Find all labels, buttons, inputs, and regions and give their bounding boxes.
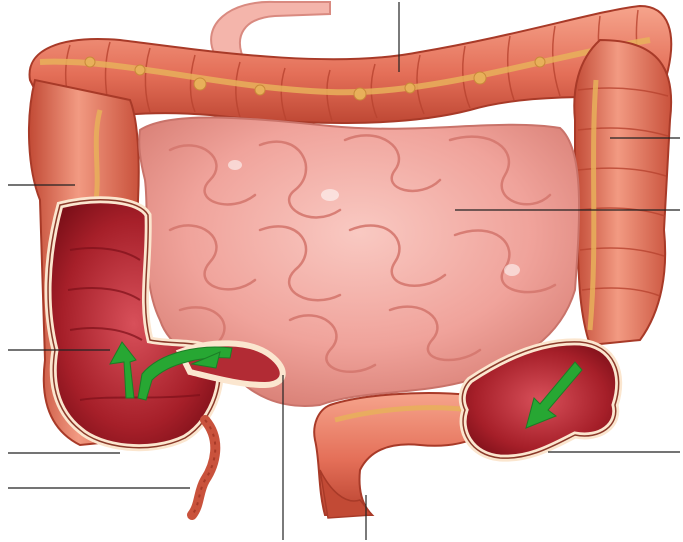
descending-colon <box>574 40 671 345</box>
